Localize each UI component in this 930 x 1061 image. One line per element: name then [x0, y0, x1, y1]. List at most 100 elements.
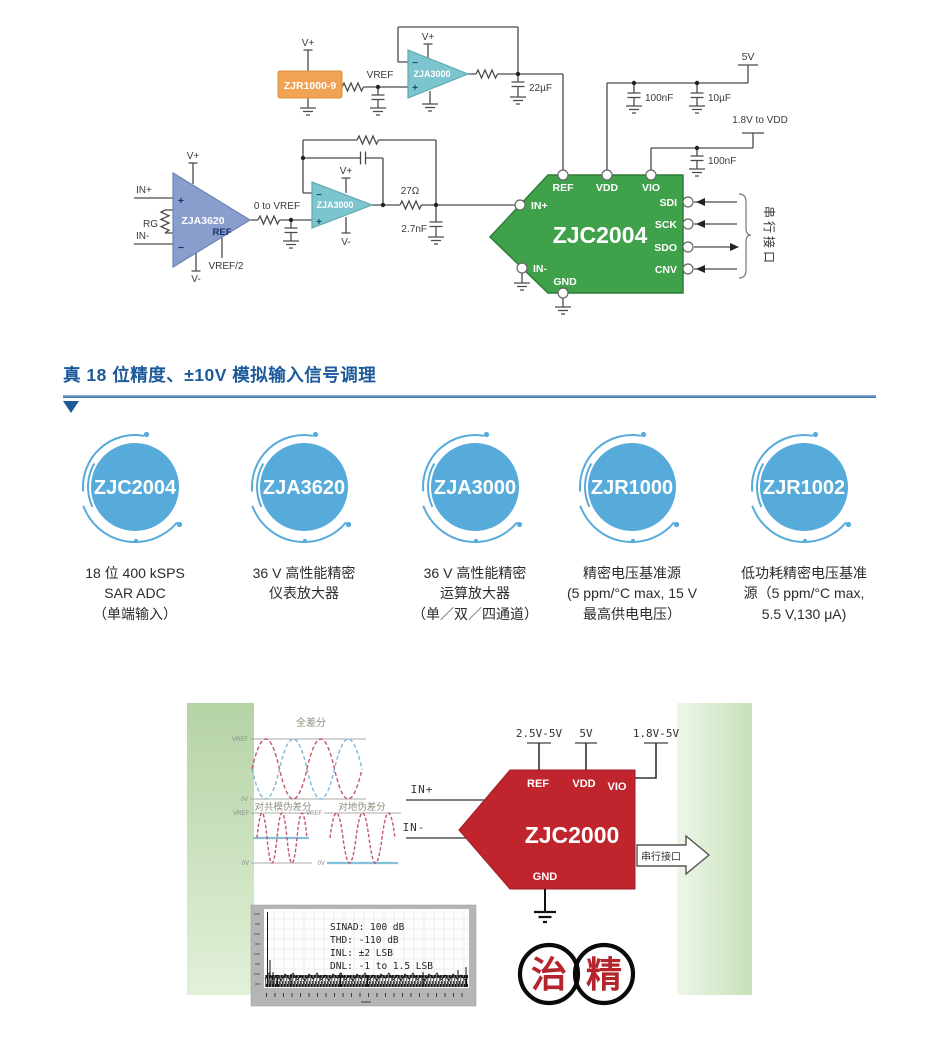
pin-in-minus: IN- — [533, 263, 548, 275]
product-badge: ZJR1002 — [751, 431, 852, 544]
plus-input: + — [412, 83, 418, 94]
ground-symbols — [283, 96, 705, 315]
plus-input: + — [178, 195, 184, 207]
product-zja3620: ZJA3620 36 V 高性能精密 仪表放大器 — [209, 424, 399, 604]
product-badge: ZJA3620 — [251, 431, 352, 544]
product-desc: 18 位 400 kSPS SAR ADC （单端输入） — [40, 563, 230, 624]
fft-spikes — [267, 912, 467, 987]
desc-line: 5.5 V,130 μA) — [761, 605, 847, 622]
serial-interface-arrow: 串行接口 — [636, 834, 711, 876]
fft-grid — [264, 910, 469, 988]
adc-chip: ZJC2004 REF VDD VIO IN+ IN- GND SDI SCK … — [488, 169, 777, 299]
company-logo: 治 精 — [517, 942, 636, 1006]
bottom-figure: 全差分 VREF 0V 对共模伪差分 VREF 0V 对地伪差分 VREF 0V — [187, 703, 752, 1007]
pin-in-plus: IN+ — [531, 200, 548, 212]
supply-vdd: 5V — [579, 727, 593, 740]
buffer-opamp-label: ZJA3000 — [413, 69, 450, 79]
circuit-labels: V+ V+ VREF 22µF 5V 100nF 10µF 1.8V to VD… — [136, 32, 788, 285]
serial-port-label: 串行接口 — [762, 206, 777, 266]
vref-tick: VREF — [306, 811, 322, 817]
supply-vio: 1.8V-5V — [633, 727, 680, 740]
inamp-ref-pin: REF — [213, 227, 232, 238]
serial-port-label: 串行接口 — [641, 850, 681, 863]
zero-tick: 0V — [318, 861, 325, 867]
cap100n-label: 100nF — [645, 93, 673, 104]
desc-line: 仪表放大器 — [269, 585, 339, 602]
minus-input: − — [178, 242, 184, 254]
product-name: ZJC2004 — [94, 477, 177, 499]
badge-arcs — [82, 434, 178, 544]
logo-char-left: 治 — [531, 955, 567, 995]
product-badge: ZJA3000 — [422, 431, 523, 544]
in-plus-label: IN+ — [136, 185, 152, 196]
badge-circle — [760, 443, 848, 531]
badge-arcs — [422, 434, 518, 544]
badge-dots — [473, 431, 523, 544]
cap100n-label: 100nF — [708, 156, 736, 167]
vplus-label: V+ — [340, 166, 353, 177]
junction-dots — [288, 71, 700, 223]
plus-input: + — [316, 217, 322, 228]
badge-circle — [588, 443, 676, 531]
heading-rule — [63, 395, 876, 398]
fft-x-ticks — [266, 993, 463, 1003]
product-zja3000: ZJA3000 36 V 高性能精密 运算放大器 （单／双／四通道） — [380, 424, 570, 624]
in-plus-label: IN+ — [411, 783, 434, 796]
product-desc: 36 V 高性能精密 仪表放大器 — [209, 563, 399, 604]
supply-18v-label: 1.8V to VDD — [732, 115, 788, 126]
badge-circle — [431, 443, 519, 531]
fft-spec-sinad: SINAD: 100 dB — [330, 922, 405, 933]
desc-line: 36 V 高性能精密 — [252, 565, 356, 581]
wires — [134, 26, 764, 307]
desc-line: 18 位 400 kSPS — [85, 565, 185, 581]
top-circuit-diagram: ZJR1000-9 ZJA3000 − + ZJA3620 REF + − ZJ… — [134, 26, 788, 315]
desc-line: SAR ADC — [104, 585, 166, 602]
vref-tick: VREF — [232, 737, 248, 743]
driver-opamp: ZJA3000 − + — [311, 181, 374, 229]
pin-sck: SCK — [655, 219, 678, 231]
badge-dots — [802, 431, 852, 544]
badge-dots — [133, 431, 183, 544]
desc-line: （单端输入） — [93, 605, 177, 622]
pin-gnd: GND — [533, 871, 558, 883]
wave-full-differential: 全差分 VREF 0V — [232, 716, 366, 803]
section-heading: 真 18 位精度、±10V 模拟输入信号调理 — [63, 365, 377, 385]
product-name: ZJA3000 — [434, 477, 516, 499]
product-badge: ZJC2004 — [82, 431, 183, 544]
wave-title: 对地伪差分 — [338, 801, 386, 813]
desc-line: (5 ppm/°C max, 15 V — [566, 585, 698, 602]
product-name: ZJR1000 — [591, 477, 673, 499]
pin-ref: REF — [553, 182, 575, 194]
zjc2000-chip: ZJC2000 REF VDD VIO GND 2.5V-5V 5V 1.8V-… — [458, 727, 680, 924]
badge-arcs — [751, 434, 847, 544]
product-desc: 精密电压基准源 (5 ppm/°C max, 15 V 最高供电电压） — [537, 563, 727, 624]
vref-tick: VREF — [233, 811, 249, 817]
wave-title: 全差分 — [296, 716, 326, 729]
product-zjr1002: ZJR1002 低功耗精密电压基准 源（5 ppm/°C max, 5.5 V,… — [709, 424, 899, 624]
r27-label: 27Ω — [401, 186, 420, 197]
badge-dots — [302, 431, 352, 544]
pin-circles — [514, 169, 694, 299]
driver-opamp-label: ZJA3000 — [316, 200, 353, 210]
wave-pseudo-diff-gnd: 对地伪差分 VREF 0V — [306, 801, 401, 867]
desc-line: 最高供电电压） — [583, 605, 681, 622]
vplus-label: V+ — [187, 151, 200, 162]
vplus-label: V+ — [422, 32, 435, 43]
zero-to-vref-label: 0 to VREF — [254, 201, 300, 212]
minus-input: − — [316, 190, 322, 201]
rg-label: RG — [143, 219, 158, 230]
zero-tick: 0V — [242, 861, 249, 867]
badge-arcs — [251, 434, 347, 544]
fft-y-ticks — [254, 913, 260, 985]
product-desc: 36 V 高性能精密 运算放大器 （单／双／四通道） — [380, 563, 570, 624]
in-minus-label: IN- — [136, 231, 149, 242]
cap27n-label: 2.7nF — [401, 224, 427, 235]
supply-5v-label: 5V — [742, 51, 755, 63]
pin-cnv: CNV — [655, 264, 677, 276]
chip-name: ZJC2000 — [525, 822, 620, 848]
pin-ref: REF — [527, 778, 549, 790]
desc-line: 低功耗精密电压基准 — [741, 565, 867, 581]
buffer-opamp: ZJA3000 − + — [407, 49, 470, 99]
desc-line: 运算放大器 — [440, 585, 510, 602]
